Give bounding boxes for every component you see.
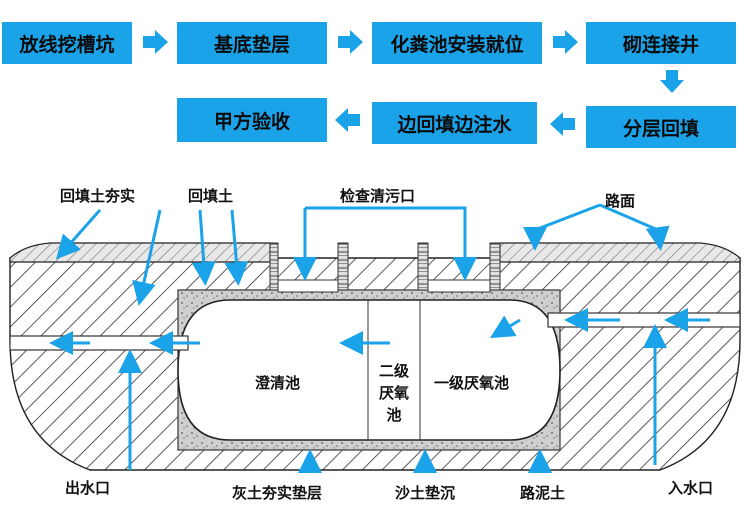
label-second-anaerobic-line-2: 厌氧 [378, 384, 409, 402]
flow-step-3: 化粪池安装就位 [372, 22, 542, 64]
riser-cap-2 [427, 279, 491, 293]
flow-step-6: 边回填边注水 [372, 102, 537, 144]
flow-arrow-3 [553, 30, 578, 54]
label-backfill: 回填土 [188, 187, 234, 205]
label-first-anaerobic: 一级厌氧池 [434, 374, 510, 392]
riser-1 [269, 242, 279, 291]
flow-arrow-5 [550, 112, 575, 136]
leader-lines [49, 203, 710, 473]
label-second-anaerobic-line-3: 池 [386, 406, 402, 424]
road-layer-right [499, 242, 741, 263]
flow-step-5: 分层回填 [586, 106, 736, 148]
label-road-surface: 路面 [605, 192, 636, 210]
flow-arrow-2 [338, 30, 363, 54]
label-second-anaerobic: 二级 厌氧 池 [372, 360, 416, 426]
label-clear-tank: 澄清池 [255, 374, 301, 392]
label-inspection-port: 检查清污口 [340, 187, 416, 205]
label-outlet: 出水口 [65, 479, 111, 497]
road-layer-left [9, 242, 271, 263]
riser-3 [417, 242, 429, 291]
riser-2 [337, 242, 349, 291]
flow-step-1: 放线挖槽坑 [2, 22, 132, 64]
flow-arrow-4 [660, 70, 684, 93]
label-lime-soil: 灰土夯实垫层 [232, 484, 323, 502]
riser-cap-1 [277, 279, 339, 293]
flow-step-7: 甲方验收 [177, 98, 327, 142]
riser-4 [489, 242, 501, 291]
label-inlet: 入水口 [668, 479, 714, 497]
tank-body [177, 299, 561, 441]
label-backfill-compact: 回填土夯实 [60, 187, 136, 205]
label-sand-cushion: 沙土垫沉 [395, 484, 456, 502]
flow-arrow-1 [143, 30, 168, 54]
label-road-soil: 路泥土 [520, 484, 566, 502]
flow-step-4: 砌连接井 [586, 22, 736, 64]
flow-arrow-6 [335, 108, 360, 132]
label-second-anaerobic-line-1: 二级 [378, 362, 409, 380]
flow-step-2: 基底垫层 [177, 22, 327, 64]
